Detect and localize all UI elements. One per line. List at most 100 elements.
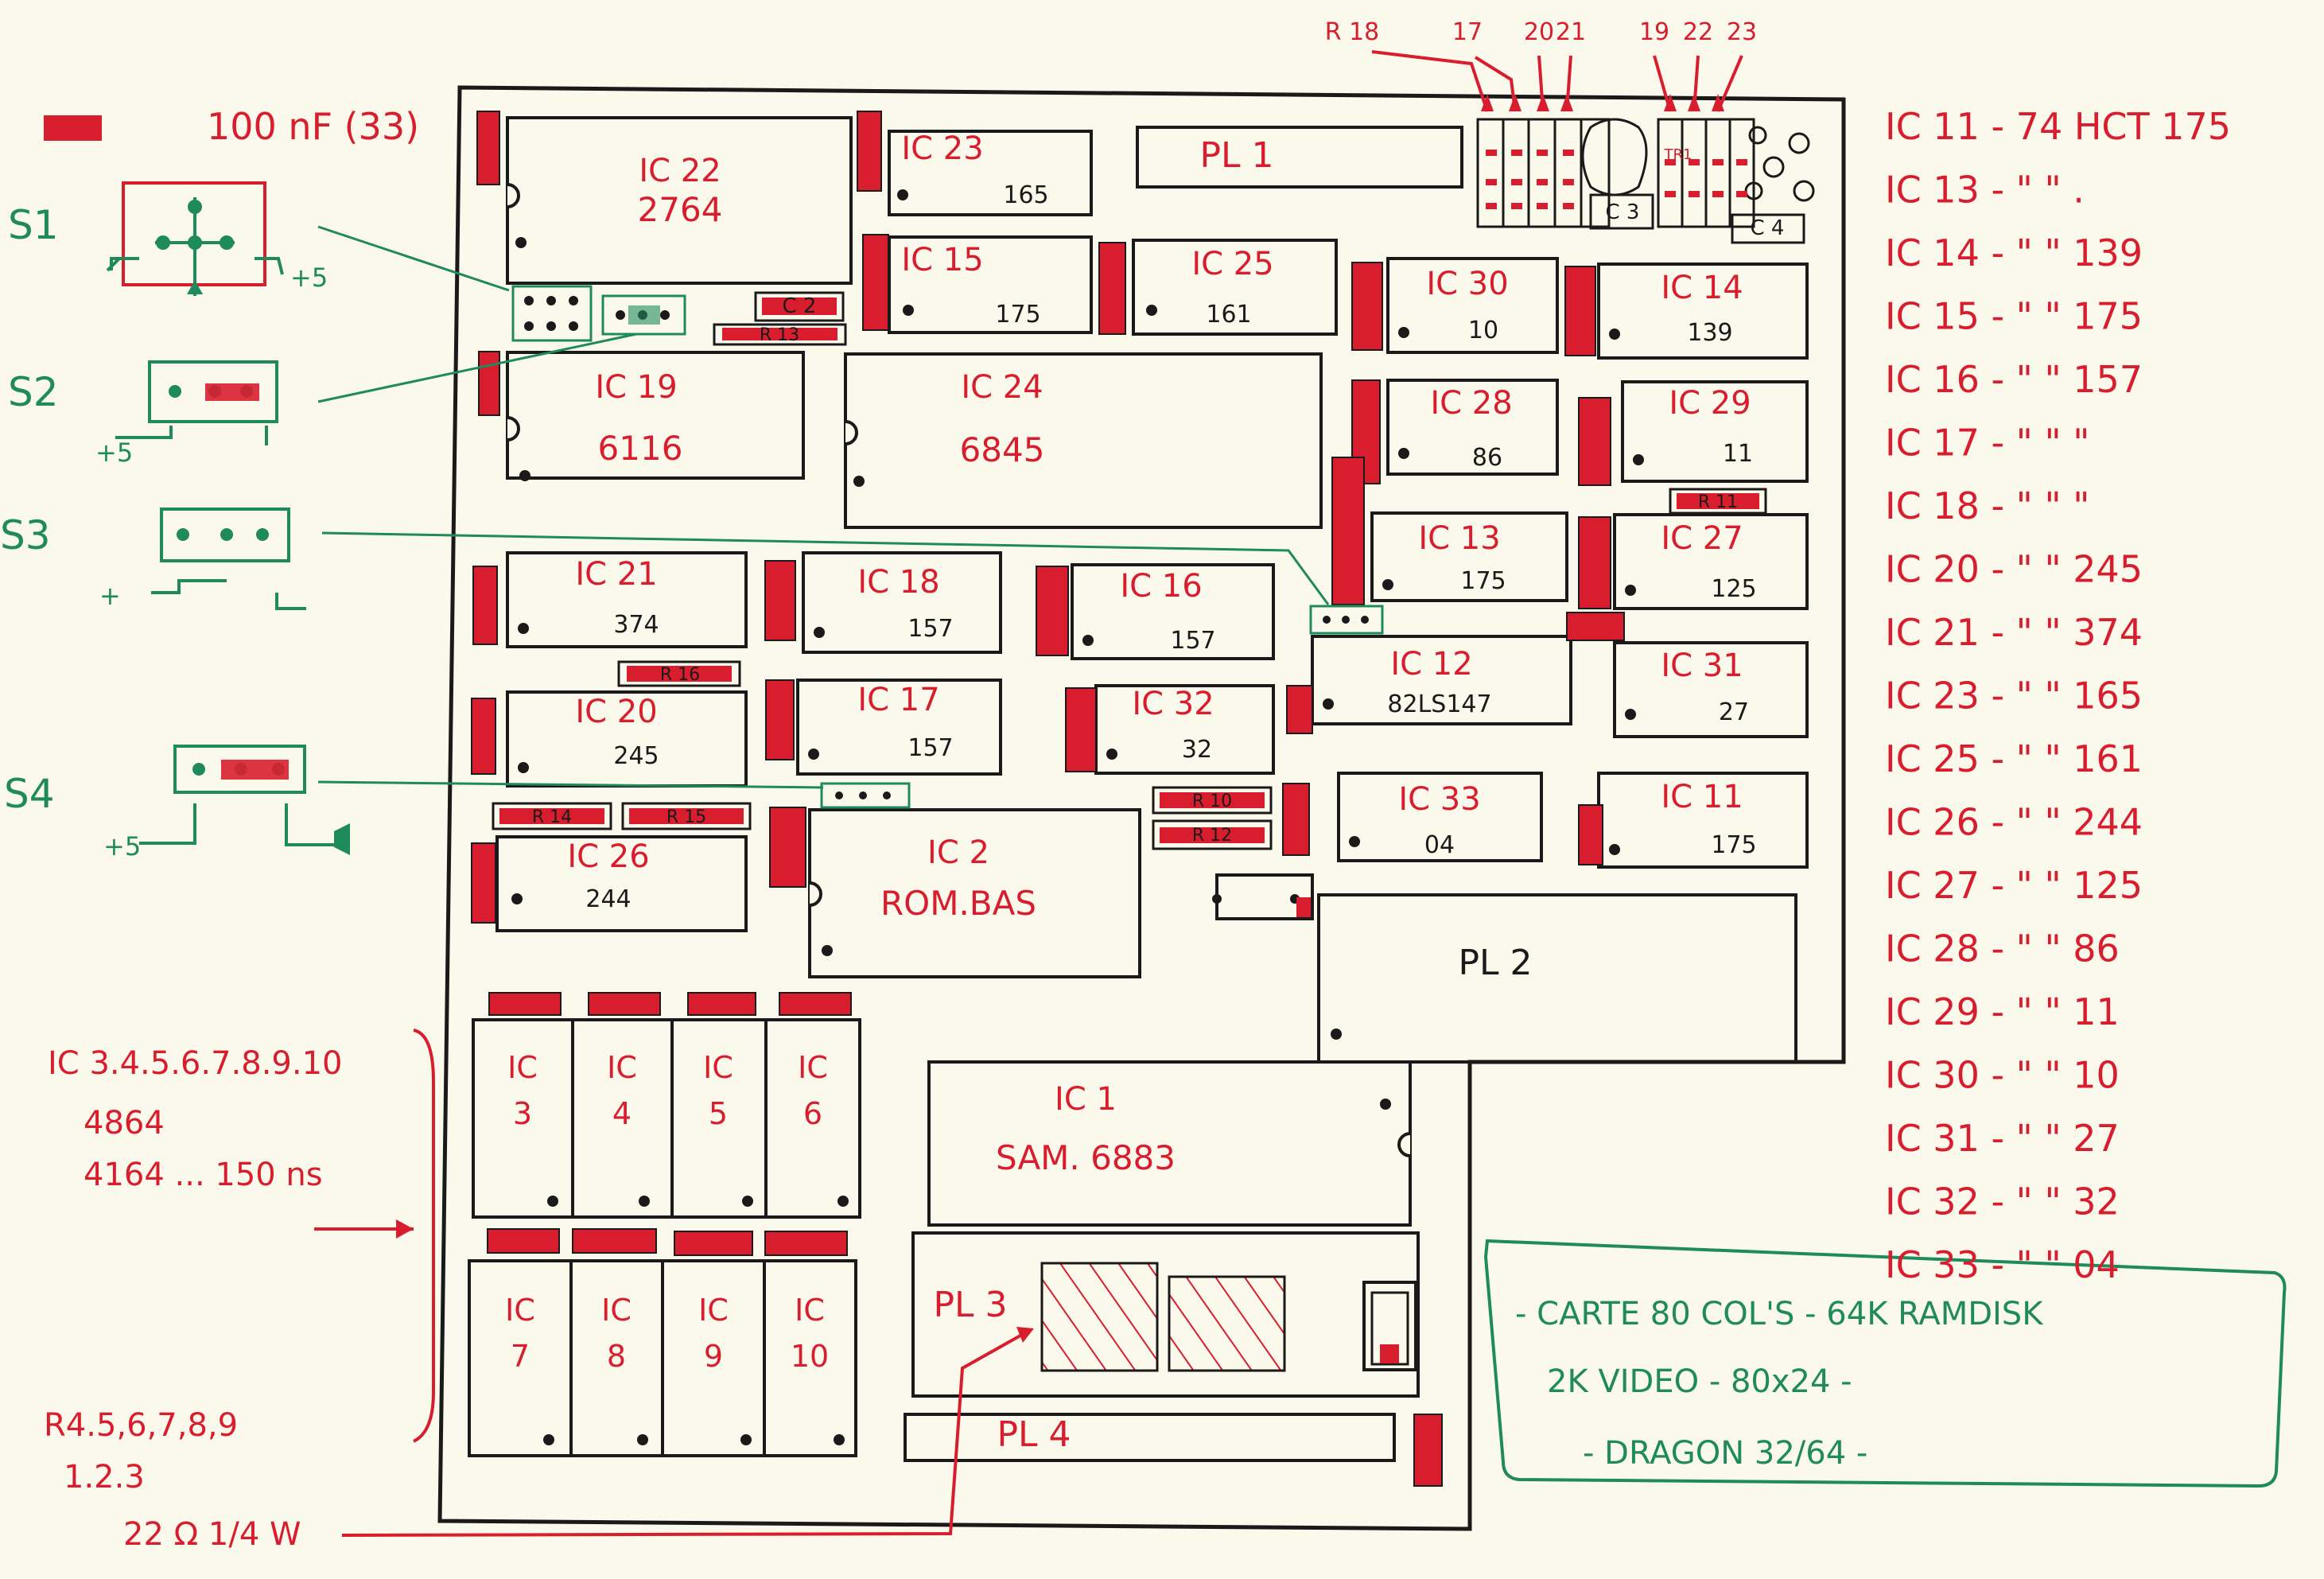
chip-part-3: 175 — [995, 301, 1040, 329]
chip-label-2: PL 1 — [1199, 135, 1273, 176]
chip-part-4: 161 — [1206, 301, 1251, 329]
top-label-1: 17 — [1452, 18, 1483, 46]
chip-ic27 — [1613, 513, 1809, 610]
top-label-0: R 18 — [1325, 18, 1380, 46]
chip-label-13: IC 21 — [575, 556, 657, 593]
notch-ic2 — [809, 881, 822, 907]
chip-label-26: IC 1 — [1055, 1081, 1117, 1118]
chip-part-14: 157 — [907, 615, 953, 643]
chip-ic14 — [1597, 263, 1809, 360]
ram-chip-number-1: 4 — [612, 1096, 632, 1131]
connector-pl3 — [911, 1231, 1420, 1398]
ram-chip-label-5: IC — [601, 1293, 632, 1328]
chip-part-0: 2764 — [638, 190, 723, 229]
switch-s1-plus: +5 — [290, 263, 328, 293]
notch-ic19 — [507, 416, 520, 441]
chip-label-11: IC 13 — [1418, 520, 1500, 557]
chip-part-19: 157 — [907, 734, 953, 762]
chip-ic26 — [496, 835, 748, 932]
switch-s4-plus: +5 — [103, 831, 141, 861]
resistor-note-line3: 22 Ω 1/4 W — [123, 1516, 301, 1553]
hatched-socket-left — [1040, 1262, 1159, 1372]
top-label-3: 21 — [1556, 18, 1586, 46]
chip-part-23: 244 — [585, 885, 631, 913]
chip-ic25 — [1132, 239, 1338, 336]
chip-label-6: IC 14 — [1661, 270, 1743, 306]
parts-list-item-7: IC 20 - " " 245 — [1885, 548, 2143, 591]
chip-label-12: IC 27 — [1661, 520, 1743, 557]
parts-list-item-12: IC 27 - " " 125 — [1885, 864, 2143, 907]
resistor-label-1: R 16 — [660, 665, 700, 685]
title-box-frame — [1483, 1239, 2287, 1488]
parts-list-item-1: IC 13 - " " . — [1885, 169, 2085, 212]
parts-list-item-8: IC 21 - " " 374 — [1885, 611, 2143, 654]
notch-ic1 — [1397, 1132, 1411, 1157]
connector-pl4 — [904, 1413, 1396, 1462]
resistor-note-line1: R4.5,6,7,8,9 — [44, 1407, 238, 1444]
ram-chip-number-5: 8 — [607, 1339, 626, 1374]
parts-list-item-5: IC 17 - " " " — [1885, 422, 2089, 465]
ram-note-line1: IC 3.4.5.6.7.8.9.10 — [48, 1045, 343, 1082]
chip-part-9: 86 — [1472, 444, 1502, 472]
legend-capacitor-label: 100 nF (33) — [207, 105, 419, 148]
ram-chip-number-3: 6 — [803, 1096, 822, 1131]
ram-chip-number-7: 10 — [791, 1339, 829, 1374]
chip-label-3: IC 15 — [901, 242, 983, 278]
chip-part-12: 125 — [1711, 575, 1756, 603]
parts-list-item-15: IC 30 - " " 10 — [1885, 1054, 2120, 1097]
chip-label-15: IC 16 — [1120, 568, 1202, 605]
chip-part-11: 175 — [1460, 567, 1506, 595]
chip-ic23 — [888, 130, 1093, 216]
parts-list-item-4: IC 16 - " " 157 — [1885, 358, 2143, 401]
chip-label-19: IC 17 — [857, 682, 939, 718]
chip-ic10 — [763, 1259, 857, 1457]
chip-part-15: 157 — [1170, 627, 1215, 655]
chip-label-24: IC 2 — [927, 834, 989, 871]
ram-chip-label-4: IC — [505, 1293, 535, 1328]
parts-list-item-0: IC 11 - 74 HCT 175 — [1885, 105, 2231, 148]
chip-part-16: 82LS147 — [1387, 690, 1491, 718]
chip-label-5: IC 30 — [1426, 266, 1508, 302]
ram-chip-label-0: IC — [507, 1050, 538, 1085]
chip-part-5: 10 — [1468, 317, 1498, 344]
chip-label-4: IC 25 — [1191, 246, 1273, 282]
chip-ic17 — [796, 679, 1002, 776]
chip-part-13: 374 — [613, 611, 659, 639]
chip-part-1: 165 — [1003, 181, 1048, 209]
ram-note-line2: 4864 — [84, 1105, 165, 1141]
capacitor-label-1: C 3 — [1606, 200, 1640, 224]
title-line1: - CARTE 80 COL'S - 64K RAMDISK — [1515, 1296, 2044, 1332]
parts-list-item-2: IC 14 - " " 139 — [1885, 231, 2143, 274]
chip-label-0: IC 22 — [639, 153, 721, 189]
chip-ic21 — [506, 551, 748, 648]
ram-chip-label-3: IC — [798, 1050, 828, 1085]
connector-pl2 — [1317, 893, 1797, 1064]
chip-label-22: IC 11 — [1661, 779, 1743, 815]
chip-part-10: 11 — [1723, 440, 1753, 468]
capacitor-group — [471, 111, 1625, 1487]
trim-label: TR1 — [1664, 146, 1692, 163]
ram-chip-label-2: IC — [703, 1050, 733, 1085]
chip-ic24 — [844, 352, 1323, 529]
parts-list-item-9: IC 23 - " " 165 — [1885, 675, 2143, 718]
chip-label-10: IC 29 — [1669, 385, 1751, 422]
switch-s3-label: S3 — [0, 512, 51, 558]
chip-ic31 — [1613, 641, 1809, 738]
parts-list-item-3: IC 15 - " " 175 — [1885, 295, 2143, 338]
chip-part-20: 32 — [1182, 736, 1212, 764]
chip-part-7: 6116 — [598, 429, 683, 468]
chip-ic28 — [1386, 379, 1559, 476]
chip-ic19 — [506, 351, 805, 480]
parts-list-item-16: IC 31 - " " 27 — [1885, 1117, 2120, 1160]
parts-list-item-17: IC 32 - " " 32 — [1885, 1180, 2120, 1223]
chip-part-6: 139 — [1687, 319, 1732, 347]
chip-label-17: IC 31 — [1661, 648, 1743, 684]
ram-chip-number-4: 7 — [511, 1339, 530, 1374]
title-line3: - DRAGON 32/64 - — [1583, 1435, 1867, 1472]
chip-label-20: IC 32 — [1132, 686, 1214, 722]
parts-list: IC 11 - 74 HCT 175 IC 13 - " " . IC 14 - "… — [1885, 105, 2231, 1286]
chip-label-21: IC 33 — [1398, 781, 1480, 818]
chip-ic30 — [1386, 257, 1559, 354]
connector-pl1 — [1136, 126, 1463, 189]
chip-part-21: 04 — [1424, 831, 1455, 859]
